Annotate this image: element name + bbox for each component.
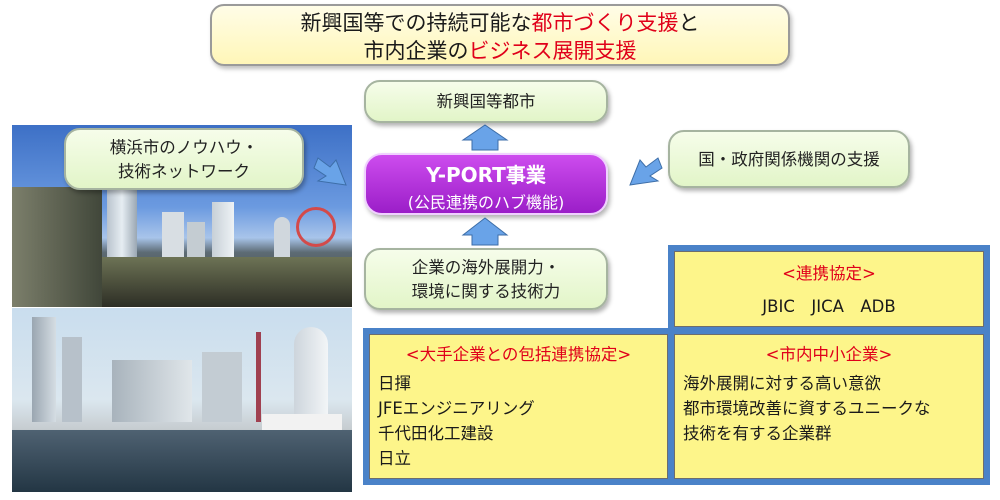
title-line-2: 市内企業のビジネス展開支援 [212, 37, 788, 65]
list-item: 日立 [378, 449, 411, 468]
government-support-box: 国・政府関係機関の支援 [668, 130, 910, 188]
partnership-panel: <連携協定> JBIC JICA ADB [674, 251, 984, 327]
sme-line: 技術を有する企業群 [683, 424, 832, 443]
sme-line: 海外展開に対する高い意欲 [683, 374, 881, 393]
yokohama-knowhow-box: 横浜市のノウハウ・ 技術ネットワーク [64, 128, 304, 190]
partnership-members: JBIC JICA ADB [762, 297, 896, 316]
government-support-label: 国・政府関係機関の支援 [698, 150, 880, 169]
title-line-1: 新興国等での持続可能な都市づくり支援と [212, 9, 788, 37]
title-highlight: 都市づくり支援 [531, 11, 679, 35]
title-text: 市内企業の [363, 39, 469, 63]
arrow-left-icon [629, 157, 663, 186]
large-companies-panel: <大手企業との包括連携協定> 日揮 JFEエンジニアリング 千代田化工建設 日立 [369, 334, 668, 479]
company-strength-box: 企業の海外展開力・ 環境に関する技術力 [364, 248, 608, 310]
strength-label-line-1: 企業の海外展開力・ [411, 258, 561, 277]
title-text: と [678, 11, 700, 35]
sme-panel: <市内中小企業> 海外展開に対する高い意欲 都市環境改善に資するユニークな 技術… [674, 334, 984, 479]
header-banner: 新興国等での持続可能な都市づくり支援と 市内企業のビジネス展開支援 [210, 4, 790, 66]
sme-line: 都市環境改善に資するユニークな [683, 399, 931, 418]
knowhow-label-line-1: 横浜市のノウハウ・ [109, 138, 259, 157]
list-item: 千代田化工建設 [378, 424, 494, 443]
city-photo-bottom [12, 308, 352, 492]
sme-heading: <市内中小企業> [765, 345, 893, 364]
strength-label-line-2: 環境に関する技術力 [411, 282, 561, 301]
emerging-cities-label: 新興国等都市 [436, 92, 536, 111]
list-item: JFEエンジニアリング [378, 399, 535, 418]
emerging-cities-box: 新興国等都市 [364, 80, 608, 123]
large-companies-list: 日揮 JFEエンジニアリング 千代田化工建設 日立 [370, 371, 667, 471]
arrow-up-icon [461, 124, 509, 151]
arrow-up-icon [461, 217, 509, 246]
hub-title: Y-PORT事業 [426, 163, 546, 187]
hub-subtitle: (公民連携のハブ機能) [407, 193, 565, 212]
title-text: 新興国等での持続可能な [300, 11, 532, 35]
partnership-heading: <連携協定> [782, 264, 876, 283]
y-port-hub: Y-PORT事業 (公民連携のハブ機能) [364, 153, 608, 215]
list-item: 日揮 [378, 374, 411, 393]
large-companies-heading: <大手企業との包括連携協定> [405, 345, 632, 364]
arrow-right-icon [313, 157, 347, 186]
title-highlight: ビジネス展開支援 [468, 39, 637, 63]
knowhow-label-line-2: 技術ネットワーク [118, 162, 250, 181]
sme-description: 海外展開に対する高い意欲 都市環境改善に資するユニークな 技術を有する企業群 [675, 371, 983, 446]
